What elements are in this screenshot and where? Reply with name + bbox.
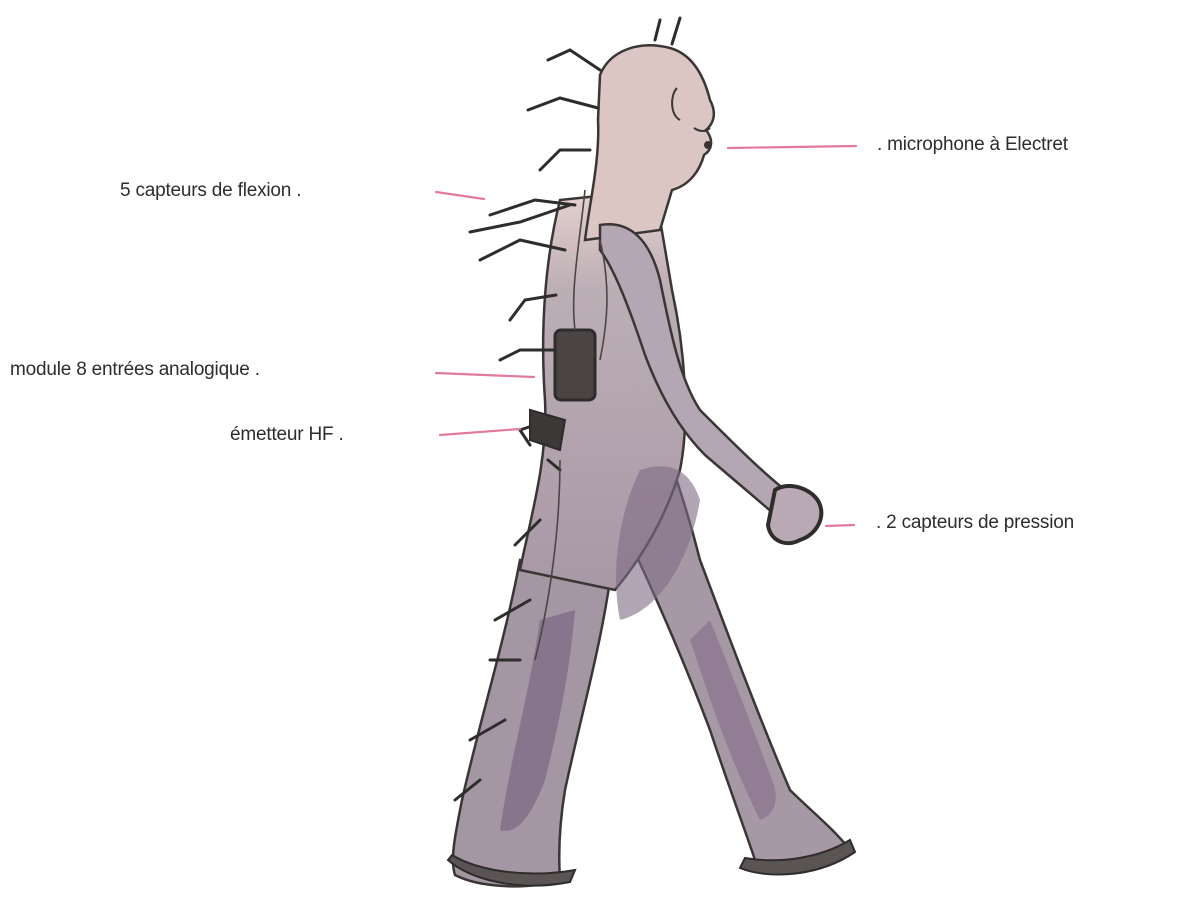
analog-module-box: [555, 330, 595, 400]
hand-pressure-sensor: [768, 486, 821, 543]
label-microphone: . microphone à Electret: [877, 134, 1068, 156]
leader-line-emetteur: [440, 429, 520, 435]
leader-line-pression: [826, 525, 854, 526]
label-hf-transmitter: émetteur HF .: [230, 424, 344, 446]
leader-line-module: [436, 373, 534, 377]
label-pressure-sensors: . 2 capteurs de pression: [876, 512, 1074, 534]
label-analog-module: module 8 entrées analogique .: [10, 359, 260, 381]
head: [585, 45, 714, 240]
label-flexion-sensors: 5 capteurs de flexion .: [120, 180, 301, 202]
leader-line-flexion: [436, 192, 484, 199]
leader-line-microphone: [728, 146, 856, 148]
microphone-icon: [704, 141, 712, 149]
